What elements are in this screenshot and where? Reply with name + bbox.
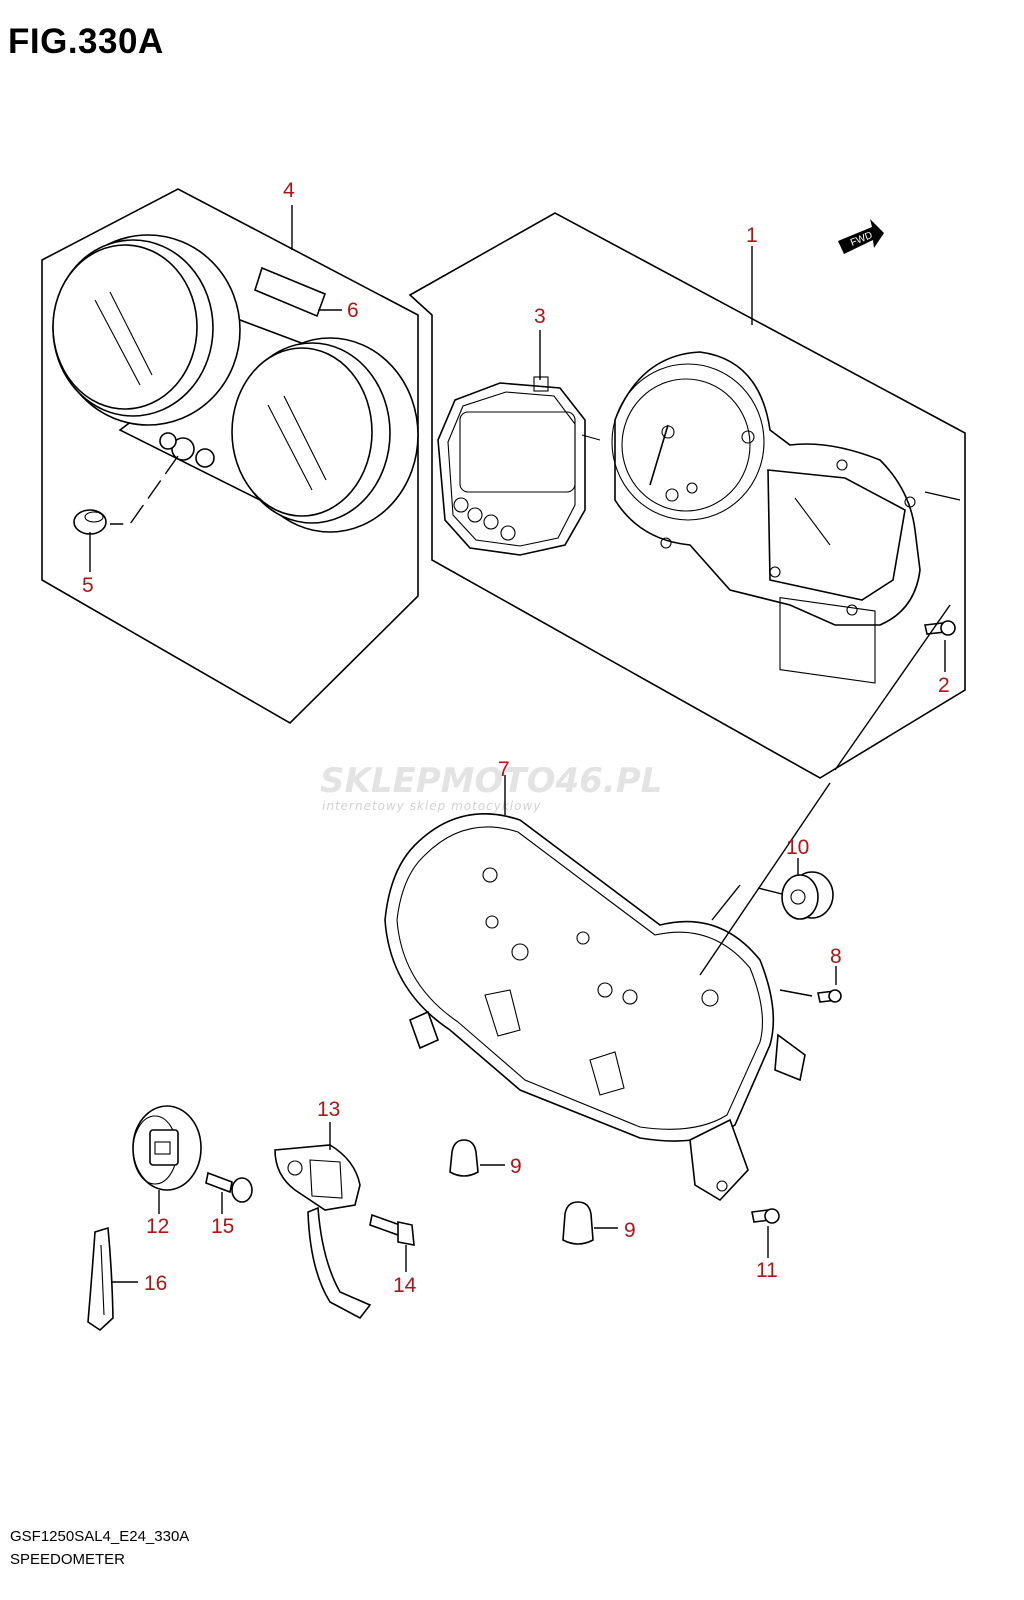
- figure-model-code: GSF1250SAL4_E24_330A: [10, 1528, 190, 1545]
- part-13-switch: [274, 1144, 372, 1320]
- link-line-c: [711, 884, 741, 921]
- link-line-a: [834, 604, 951, 771]
- part-9-damper-b: [562, 1201, 594, 1245]
- callout-5: 5: [82, 574, 94, 597]
- part-14-bolt: [369, 1213, 415, 1246]
- part-1-meter-assembly: [611, 351, 921, 684]
- callout-4: 4: [283, 179, 295, 202]
- part-9-damper-a: [449, 1139, 479, 1177]
- callout-2: 2: [938, 674, 950, 697]
- callout-16: 16: [144, 1272, 167, 1295]
- callout-15: 15: [211, 1215, 234, 1238]
- watermark-brand: SKLEPMOTO46.PL: [320, 761, 662, 801]
- callout-8: 8: [830, 945, 842, 968]
- meter-group-frame: [408, 212, 966, 779]
- callout-11: 11: [756, 1259, 778, 1282]
- part-12-socket: [132, 1105, 202, 1191]
- callout-9-lower: 9: [624, 1219, 636, 1242]
- part-8-screw: [817, 989, 842, 1003]
- figure-name: SPEEDOMETER: [10, 1551, 126, 1568]
- callout-1: 1: [746, 224, 758, 247]
- part-3-lcd-panel: [437, 376, 601, 556]
- callout-9-upper: 9: [510, 1155, 522, 1178]
- part-16-clamp: [87, 1226, 114, 1332]
- cover-group-frame: [41, 188, 419, 724]
- callout-12: 12: [146, 1215, 169, 1238]
- watermark: SKLEPMOTO46.PL internetowy sklep motocyk…: [320, 761, 662, 813]
- part-11-screw: [751, 1208, 780, 1224]
- callouts: 4 6 5 1 3 2 7 10 8 9 9 11 12 15 13 14 16: [82, 179, 950, 1297]
- fwd-label: FWD: [849, 230, 874, 249]
- callout-10: 10: [786, 836, 809, 859]
- part-5-rubber-plug: [73, 509, 107, 535]
- watermark-tagline: internetowy sklep motocyklowy: [322, 799, 541, 813]
- lead-5-dash: [110, 455, 179, 525]
- callout-14: 14: [393, 1274, 417, 1297]
- part-4-meter-cover: [52, 234, 419, 533]
- part-15-bolt: [205, 1171, 253, 1203]
- part-2-screw: [924, 620, 956, 636]
- link-line-b: [699, 782, 831, 976]
- figure-title: FIG.330A: [8, 22, 164, 61]
- part-10-grommet: [781, 871, 834, 920]
- callout-7: 7: [498, 758, 510, 781]
- callout-6: 6: [347, 299, 359, 322]
- callout-13: 13: [317, 1098, 340, 1121]
- callout-3: 3: [534, 305, 546, 328]
- part-7-lower-case: [384, 813, 806, 1202]
- link-line-d: [924, 491, 961, 501]
- leader-lines: [89, 205, 946, 1283]
- fwd-arrow-icon: FWD: [838, 219, 884, 254]
